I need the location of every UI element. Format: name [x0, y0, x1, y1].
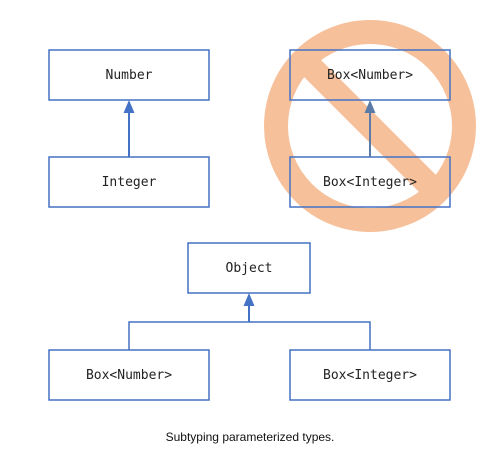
box-integer-label: Box<Integer>	[323, 175, 417, 190]
object-label: Object	[226, 261, 273, 276]
integer-box	[48, 156, 210, 208]
number-box	[48, 49, 210, 101]
subtyping-diagram: Number Integer Box<Number> Box<Integer> …	[48, 20, 476, 401]
figure-caption: Subtyping parameterized types.	[165, 430, 335, 444]
object-hierarchy: Object Box<Number> Box<Integer>	[48, 242, 451, 401]
box-integer-to-box-number-arrow	[364, 100, 376, 157]
bottom-box-number-label: Box<Number>	[86, 368, 172, 383]
integer-to-number-arrow	[123, 100, 135, 157]
box-subtyping-hierarchy-invalid: Box<Number> Box<Integer>	[264, 20, 476, 232]
bottom-box-integer-box	[289, 349, 451, 401]
box-number-label: Box<Number>	[327, 68, 413, 83]
integer-label: Integer	[102, 175, 157, 190]
bottom-box-integer-label: Box<Integer>	[323, 368, 417, 383]
children-to-object-connector	[128, 293, 371, 350]
number-integer-hierarchy: Number Integer	[48, 49, 210, 208]
object-box	[187, 242, 311, 294]
number-label: Number	[106, 68, 153, 83]
